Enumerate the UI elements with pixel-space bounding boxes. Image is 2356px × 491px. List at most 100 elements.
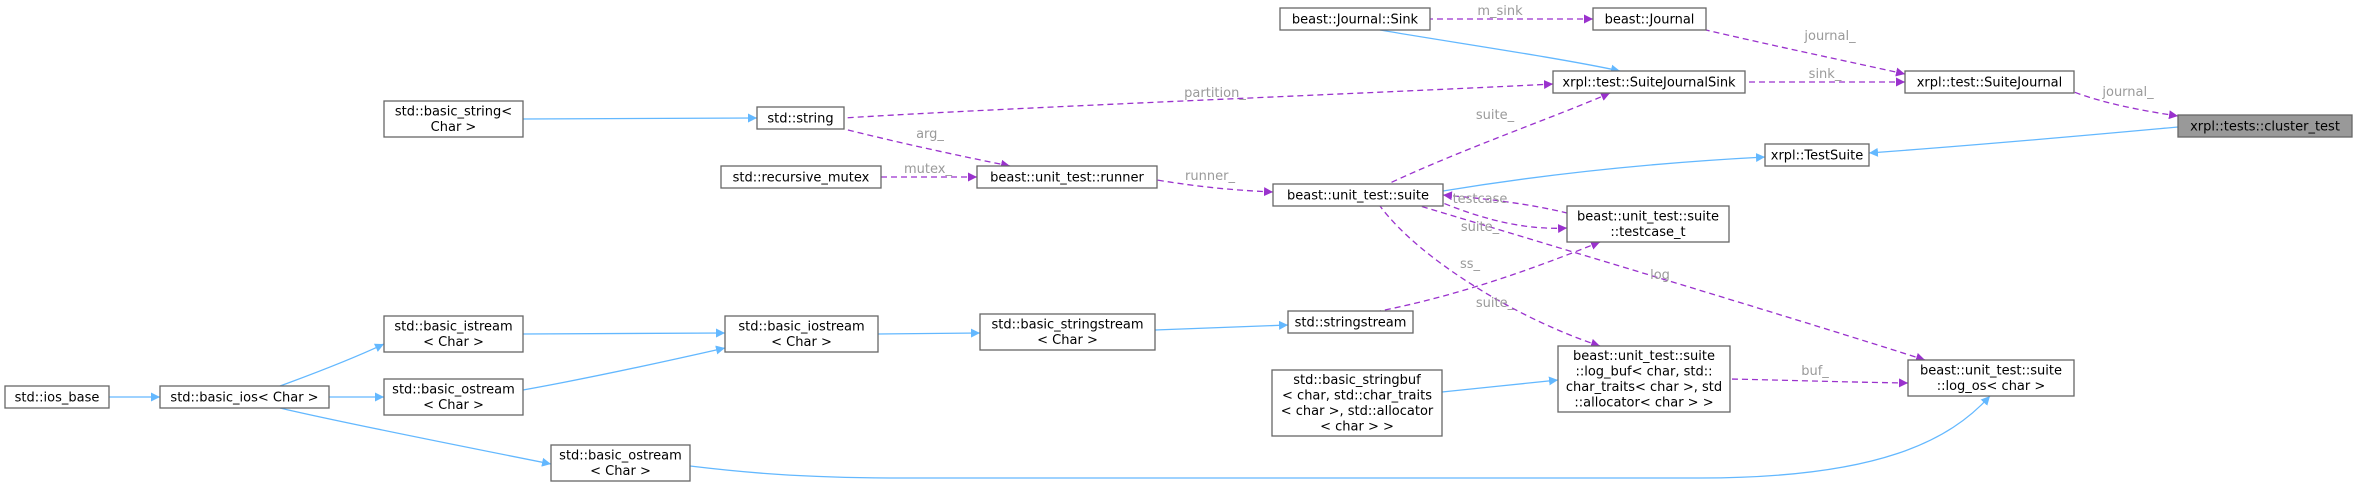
edge-label-mutex: mutex_ [904,162,952,177]
class-node-basic-string[interactable]: std::basic_string<Char > [383,100,524,138]
class-node-label: beast::Journal [1605,12,1695,27]
edge-label-m_sink: m_sink [1477,4,1523,19]
class-node-recursive-mutex[interactable]: std::recursive_mutex [720,165,882,189]
class-node-label: std::basic_istream [394,320,512,335]
class-node-SuiteJournal[interactable]: xrpl::test::SuiteJournal [1904,70,2075,94]
class-node-box [1592,7,1707,31]
class-node-runner[interactable]: beast::unit_test::runner [976,165,1158,189]
class-node-box [4,385,110,409]
class-node-label: std::basic_ostream [559,449,682,464]
class-node-suite[interactable]: beast::unit_test::suite [1272,183,1444,207]
edge-runner-to-suite [1156,179,1274,197]
class-node-cluster-test[interactable]: xrpl::tests::cluster_test [2177,114,2353,138]
class-node-label: std::basic_string< [395,105,512,120]
class-node-box [1272,183,1444,207]
edge-suite-to-SuiteJournalSink [1387,92,1611,185]
class-node-box [2177,114,2353,138]
class-node-basic-ios[interactable]: std::basic_ios< Char > [159,385,330,409]
class-node-label: std::string [767,111,833,126]
class-node-basic-stringbuf[interactable]: std::basic_stringbuf< char, std::char_tr… [1271,369,1443,437]
class-node-log-os[interactable]: beast::unit_test::suite::log_os< char > [1907,359,2075,397]
edge-basic_ios-to-basic_istream [279,343,385,387]
class-node-label: xrpl::test::SuiteJournal [1917,75,2063,90]
class-node-label: beast::unit_test::suite [1577,210,1719,225]
class-node-label: std::stringstream [1295,315,1407,330]
class-node-stringstream[interactable]: std::stringstream [1287,310,1414,334]
class-node-box [1552,70,1746,94]
edge-basic_string-to-string [522,113,758,123]
class-node-label: xrpl::tests::cluster_test [2190,119,2340,134]
class-node-label: < Char > [771,335,832,350]
edge-log_buf-to-log_os [1729,378,1909,388]
edge-basic_istream-to-basic_iostream [522,328,726,338]
class-node-box [550,444,691,482]
class-node-label: std::basic_ostream [392,383,515,398]
edge-basic_ostream_b-to-log_os [689,395,1991,479]
class-node-label: Char > [431,120,477,135]
edge-label-log: log [1650,268,1670,283]
class-node-box [159,385,330,409]
class-node-box [383,378,524,416]
edge-label-buf: buf_ [1801,364,1829,379]
edge-basic_stringstream-to-stringstream [1154,320,1289,331]
class-node-box [1566,205,1730,243]
edge-stringstream-to-testcase_t [1379,241,1601,312]
class-node-label: xrpl::test::SuiteJournalSink [1562,75,1736,90]
class-node-label: beast::unit_test::suite [1573,349,1715,364]
class-node-testcase-t[interactable]: beast::unit_test::suite::testcase_t [1566,205,1730,243]
edge-label-arg: arg_ [916,127,944,142]
class-node-log-buf[interactable]: beast::unit_test::suite::log_buf< char, … [1557,345,1731,413]
class-node-label: char_traits< char >, std [1566,380,1722,395]
class-node-basic-ostream-b[interactable]: std::basic_ostream< Char > [550,444,691,482]
edge-basic_ios-to-basic_ostream_b [279,407,552,467]
class-node-SuiteJournalSink[interactable]: xrpl::test::SuiteJournalSink [1552,70,1746,94]
edge-label-journal: journal_ [2101,85,2154,100]
edge-suite-to-log_buf [1379,205,1601,348]
class-node-box [1271,369,1443,437]
edge-label-sink: sink_ [1809,67,1842,82]
class-node-label: ::log_os< char > [1937,379,2046,394]
class-node-label: beast::unit_test::suite [1287,188,1429,203]
class-node-basic-istream[interactable]: std::basic_istream< Char > [383,315,524,353]
class-node-label: beast::Journal::Sink [1292,12,1419,27]
class-node-label: < char >, std::allocator [1281,404,1434,419]
class-node-label: std::basic_ios< Char > [170,390,318,405]
edge-label-runner: runner_ [1185,169,1235,184]
class-node-basic-ostream-a[interactable]: std::basic_ostream< Char > [383,378,524,416]
class-node-label: ::testcase_t [1610,225,1685,240]
class-node-label: beast::unit_test::runner [990,170,1144,185]
class-node-label: std::ios_base [15,390,100,405]
class-node-Journal[interactable]: beast::Journal [1592,7,1707,31]
class-node-basic-stringstream[interactable]: std::basic_stringstream< Char > [979,313,1156,351]
class-node-label: std::basic_stringbuf [1293,373,1421,388]
edge-label-ss: ss_ [1460,257,1481,272]
class-node-box [1279,7,1431,31]
class-node-label: < Char > [423,335,484,350]
edge-suite-to-TestSuite [1442,152,1766,192]
edge-basic_stringbuf-to-log_buf [1441,376,1559,393]
class-node-box [720,165,882,189]
class-node-label: < char, std::char_traits [1282,389,1432,404]
class-node-box [383,315,524,353]
class-node-box [1904,70,2075,94]
class-node-Sink[interactable]: beast::Journal::Sink [1279,7,1431,31]
edge-SuiteJournal-to-cluster_test [2073,91,2179,120]
class-node-box [383,100,524,138]
edge-testcase_t-to-suite [1442,191,1568,214]
class-node-label: < Char > [590,464,651,479]
class-node-box [1764,143,1870,167]
edge-string-to-runner [843,128,1011,169]
class-node-basic-iostream[interactable]: std::basic_iostream< Char > [724,315,879,353]
edge-suite-to-testcase_t [1442,202,1568,233]
class-node-ios-base[interactable]: std::ios_base [4,385,110,409]
edge-TestSuite-to-cluster_test [1868,126,2179,157]
class-node-box [724,315,879,353]
class-node-label: xrpl::TestSuite [1771,148,1863,163]
edge-label-suite: suite_ [1476,108,1515,123]
class-node-TestSuite[interactable]: xrpl::TestSuite [1764,143,1870,167]
class-node-label: std::basic_iostream [738,320,864,335]
class-node-label: < Char > [423,398,484,413]
class-node-box [1557,345,1731,413]
class-node-string[interactable]: std::string [756,106,845,130]
